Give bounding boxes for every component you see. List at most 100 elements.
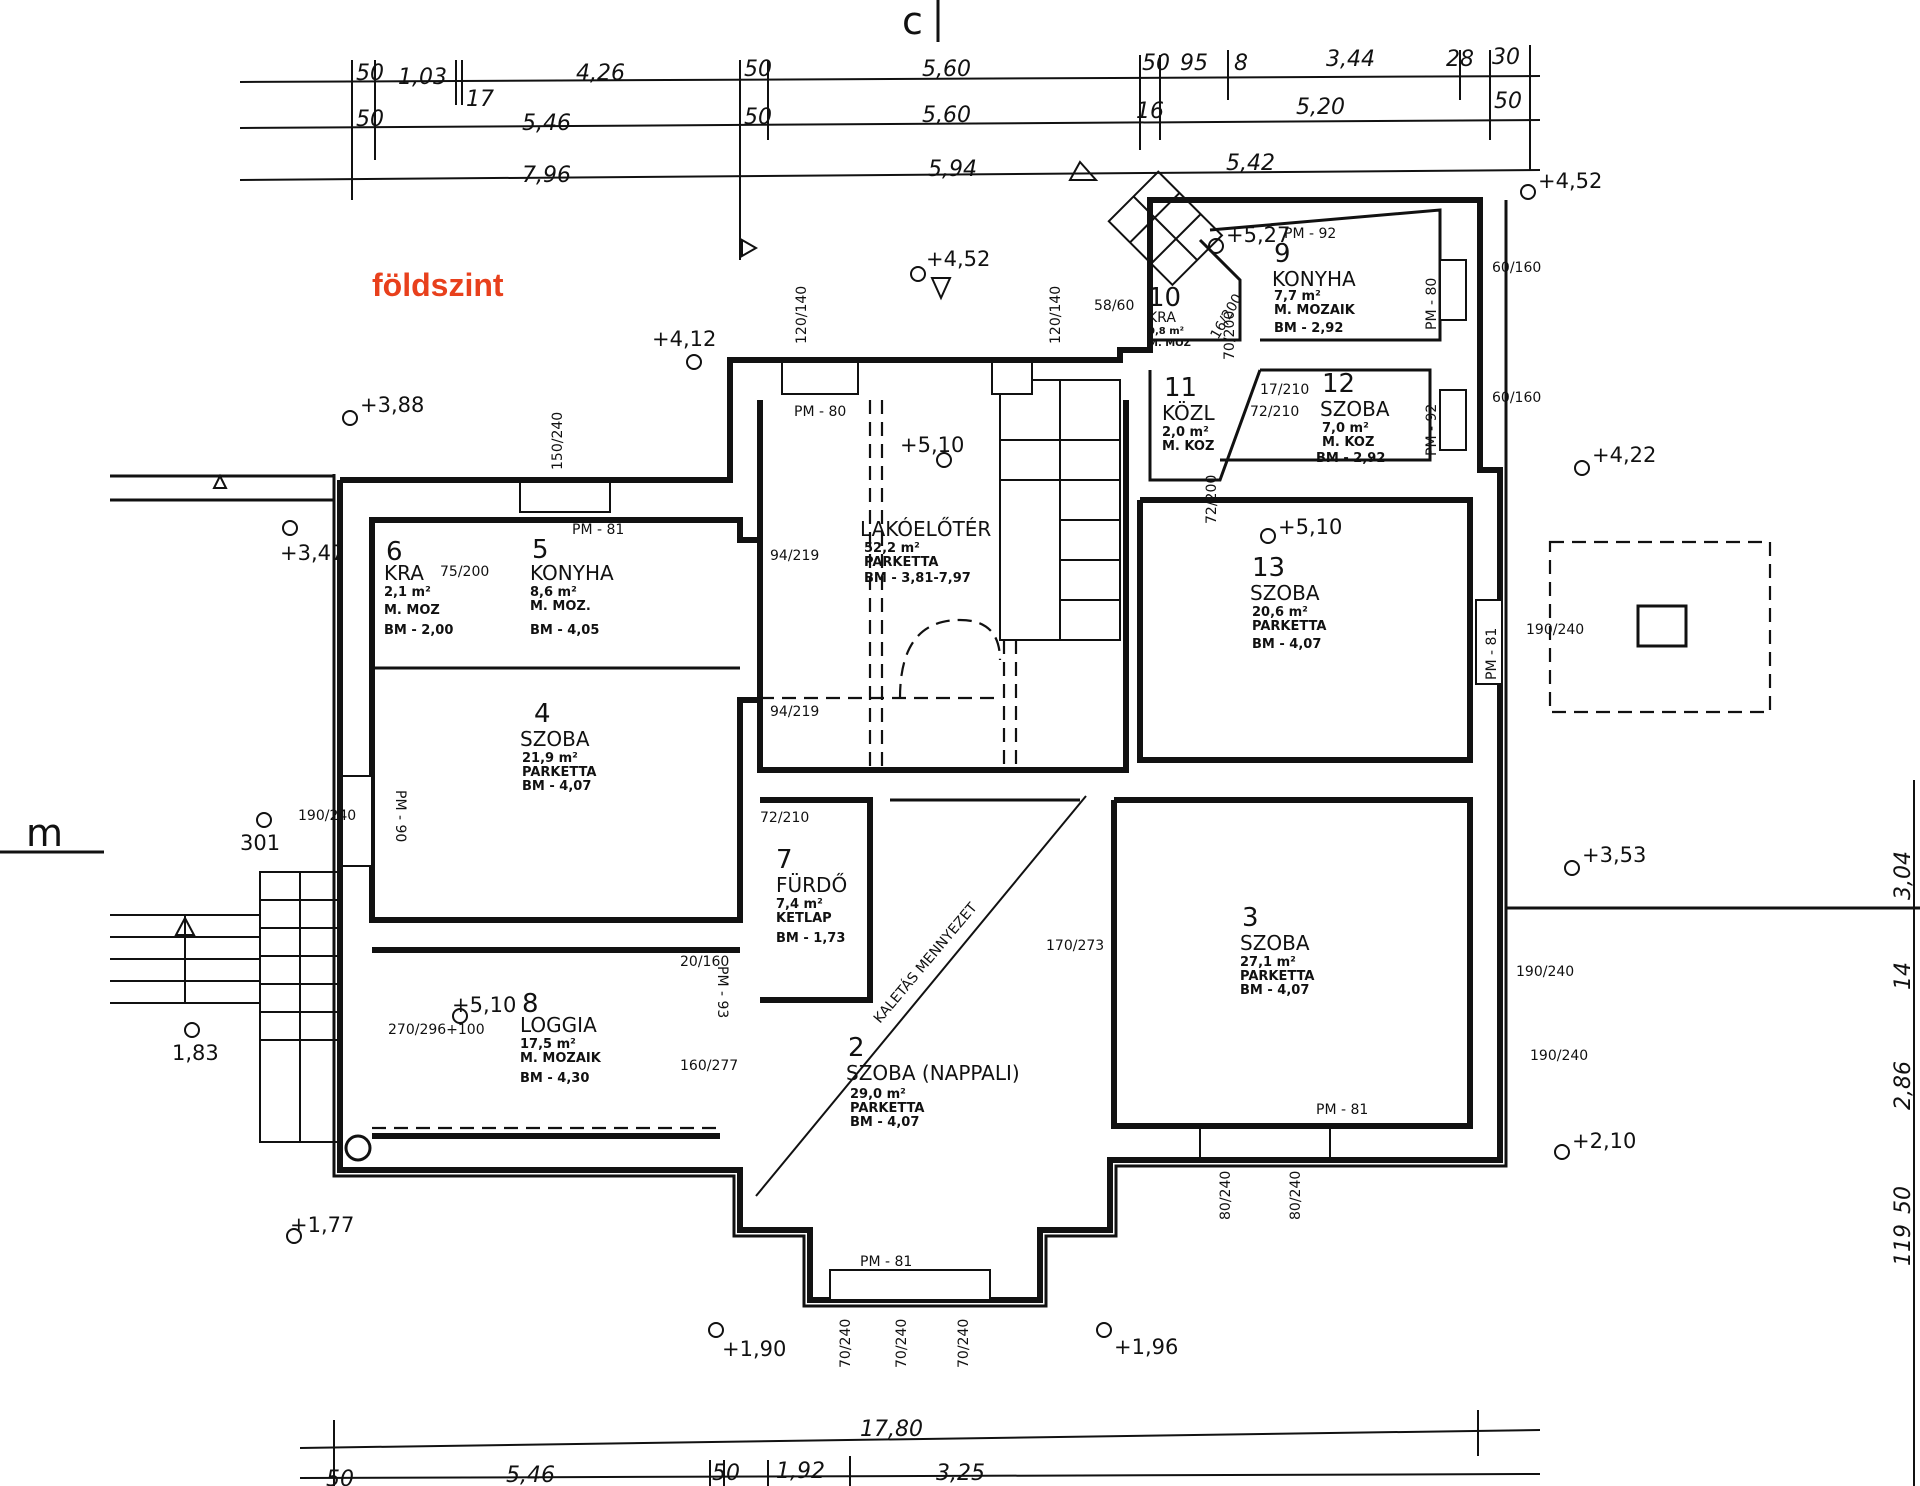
room-13: 13 SZOBA 20,6 m² PARKETTA BM - 4,07: [1250, 553, 1326, 652]
room-9: 9 KONYHA 7,7 m² M. MOZAIK BM - 2,92: [1272, 239, 1356, 336]
svg-text:PM - 90: PM - 90: [392, 790, 408, 842]
svg-text:SZOBA: SZOBA: [520, 727, 590, 751]
svg-text:301: 301: [240, 831, 280, 855]
svg-text:+3,88: +3,88: [360, 393, 424, 417]
svg-text:+4,22: +4,22: [1592, 443, 1656, 467]
svg-text:27,1 m²: 27,1 m²: [1240, 955, 1296, 970]
svg-text:KRA: KRA: [1148, 310, 1176, 326]
svg-text:17,5 m²: 17,5 m²: [520, 1037, 576, 1052]
svg-text:BM - 2,92: BM - 2,92: [1316, 451, 1385, 466]
opening-dimensions: 150/240 120/140 120/140 58/60 60/160 60/…: [298, 260, 1588, 1368]
level-marker: +3,53: [1564, 843, 1646, 876]
dim-bottom-2: 5,46: [506, 1463, 555, 1486]
svg-text:BM - 4,07: BM - 4,07: [850, 1115, 919, 1130]
svg-text:PM - 81: PM - 81: [572, 522, 624, 538]
level-marker: +3,47: [280, 520, 344, 565]
svg-text:6: 6: [386, 537, 403, 567]
room-4: 4 SZOBA 21,9 m² PARKETTA BM - 4,07: [520, 699, 596, 794]
svg-text:FÜRDŐ: FÜRDŐ: [776, 873, 847, 897]
svg-text:2,0 m²: 2,0 m²: [1162, 425, 1209, 440]
level-marker: +1,77: [286, 1213, 354, 1244]
svg-text:190/240: 190/240: [298, 808, 356, 824]
svg-text:+4,52: +4,52: [1538, 169, 1602, 193]
svg-text:94/219: 94/219: [770, 548, 819, 564]
svg-text:PARKETTA: PARKETTA: [1252, 619, 1326, 634]
svg-text:190/240: 190/240: [1526, 622, 1584, 638]
exterior-staircase-left: [110, 871, 372, 1162]
dim-top-row3-2: 5,94: [928, 157, 977, 182]
svg-text:+3,53: +3,53: [1582, 843, 1646, 867]
dim-bottom-1: 50: [326, 1467, 354, 1486]
entrance-arrows: [212, 160, 1099, 489]
svg-text:29,0 m²: 29,0 m²: [850, 1087, 906, 1102]
dim-top-row2-5: 16: [1136, 99, 1164, 124]
svg-text:KÖZL: KÖZL: [1162, 401, 1215, 425]
svg-text:M. KOZ: M. KOZ: [1322, 435, 1374, 450]
svg-text:M. MOZAIK: M. MOZAIK: [1274, 303, 1356, 318]
svg-text:BM - 4,30: BM - 4,30: [520, 1071, 589, 1086]
svg-text:7,4 m²: 7,4 m²: [776, 897, 823, 912]
dim-top-1: 50: [356, 61, 384, 86]
dim-right-3: 2,86: [1891, 1061, 1916, 1110]
svg-text:+4,52: +4,52: [926, 247, 990, 271]
svg-text:160/277: 160/277: [680, 1058, 738, 1074]
svg-text:PARKETTA: PARKETTA: [522, 765, 596, 780]
svg-text:SZOBA (NAPPALI): SZOBA (NAPPALI): [846, 1061, 1020, 1085]
svg-text:+1,96: +1,96: [1114, 1335, 1178, 1359]
level-marker: +2,10: [1554, 1129, 1636, 1160]
svg-text:3: 3: [1242, 903, 1259, 933]
dim-right-2: 14: [1891, 962, 1916, 990]
room-3: 3 SZOBA 27,1 m² PARKETTA BM - 4,07: [1240, 903, 1314, 998]
level-marker: +4,12: [652, 327, 716, 370]
svg-text:17/210: 17/210: [1260, 382, 1309, 398]
svg-text:10: 10: [1148, 283, 1181, 313]
svg-text:9: 9: [1274, 239, 1291, 269]
svg-text:12: 12: [1322, 369, 1355, 399]
sill-height-labels: PM - 81 PM - 80 PM - 92 PM - 80 PM - 92 …: [392, 226, 1500, 1270]
dim-right-5: 119: [1891, 1224, 1916, 1266]
outbuilding-dashed: [1548, 540, 1772, 714]
section-mark-m: m: [26, 811, 63, 855]
level-marker: +5,10: [452, 993, 516, 1024]
svg-text:PM - 81: PM - 81: [1316, 1102, 1368, 1118]
svg-text:5: 5: [532, 535, 549, 565]
svg-text:70/240: 70/240: [894, 1319, 910, 1368]
room-11: 11 KÖZL 2,0 m² M. KOZ: [1162, 373, 1215, 454]
dim-top-row2-6: 5,20: [1296, 95, 1345, 120]
svg-text:80/240: 80/240: [1288, 1171, 1304, 1220]
windows: [341, 259, 1503, 1301]
room-10: 10 KRA 0,8 m² M. MOZ: [1148, 283, 1191, 349]
svg-text:7,0 m²: 7,0 m²: [1322, 421, 1369, 436]
svg-text:+4,12: +4,12: [652, 327, 716, 351]
kaletas-ceiling-line: [755, 795, 1087, 1197]
dim-top-row2-3: 50: [744, 105, 772, 130]
svg-text:8,6 m²: 8,6 m²: [530, 585, 577, 600]
svg-text:75/200: 75/200: [440, 564, 489, 580]
svg-text:13: 13: [1252, 553, 1285, 583]
level-marker: +5,10: [900, 433, 964, 468]
level-marker: +3,88: [342, 393, 424, 426]
dim-bottom-total: 17,80: [860, 1417, 923, 1442]
svg-text:120/140: 120/140: [1048, 286, 1064, 344]
svg-text:+5,27: +5,27: [1226, 223, 1290, 247]
svg-text:PM - 81: PM - 81: [1484, 628, 1500, 680]
dim-right-4: 50: [1891, 1186, 1916, 1214]
svg-text:21,9 m²: 21,9 m²: [522, 751, 578, 766]
dim-bottom-5: 3,25: [936, 1461, 985, 1486]
svg-text:2,1 m²: 2,1 m²: [384, 585, 431, 600]
room-lakoeloter: LAKÓELŐTÉR 52,2 m² PARKETTA BM - 3,81-7,…: [860, 517, 991, 586]
central-staircase: [999, 379, 1121, 641]
dim-top-row3-3: 5,42: [1226, 151, 1275, 176]
svg-text:M. MOZ: M. MOZ: [1148, 338, 1191, 349]
dim-top-5: 50: [744, 57, 772, 82]
svg-text:+2,10: +2,10: [1572, 1129, 1636, 1153]
svg-text:72/210: 72/210: [760, 810, 809, 826]
svg-text:PM - 81: PM - 81: [860, 1254, 912, 1270]
svg-text:170/273: 170/273: [1046, 938, 1104, 954]
svg-text:PARKETTA: PARKETTA: [864, 555, 938, 570]
room-2: 2 SZOBA (NAPPALI) 29,0 m² PARKETTA BM - …: [846, 1033, 1020, 1130]
dim-right-1: 3,04: [1891, 851, 1916, 900]
svg-text:M. KOZ: M. KOZ: [1162, 439, 1214, 454]
svg-text:7,7 m²: 7,7 m²: [1274, 289, 1321, 304]
svg-text:M. MOZ.: M. MOZ.: [530, 599, 591, 614]
